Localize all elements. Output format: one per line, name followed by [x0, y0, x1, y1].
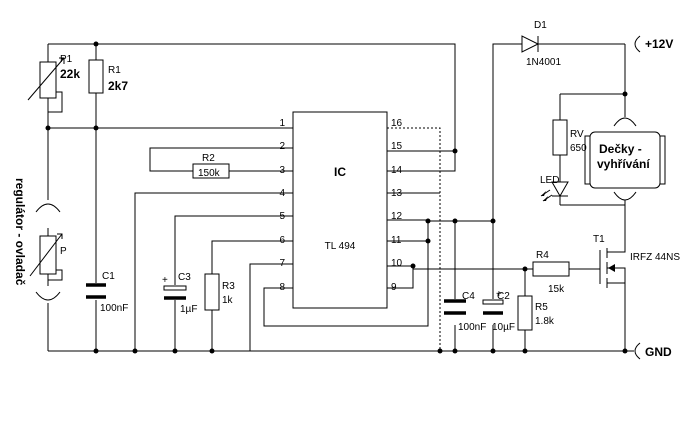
resistor-r3: R3 1k	[204, 273, 235, 311]
c1-value: 100nF	[100, 303, 128, 314]
pin-7: 7	[279, 258, 285, 269]
capacitor-c4: C4 100nF	[444, 291, 486, 333]
resistor-rv: RV 650	[552, 119, 587, 156]
c4-value: 100nF	[458, 322, 486, 333]
t1-value: IRFZ 44NS	[630, 252, 680, 263]
r3-value: 1k	[222, 295, 234, 306]
heater-label-1: Dečky -	[599, 142, 642, 156]
pin-2: 2	[279, 141, 285, 152]
pin-13: 13	[391, 188, 403, 199]
pot-ref: P	[60, 246, 67, 257]
potentiometer-p1: P1 22k	[27, 54, 80, 128]
supply-connector	[634, 35, 641, 53]
d1-value: 1N4001	[526, 57, 561, 68]
heater-connector-bottom	[613, 191, 637, 201]
rv-ref: RV	[570, 129, 584, 140]
svg-text:+: +	[496, 289, 502, 300]
pin-9: 9	[391, 282, 397, 293]
pin-4: 4	[279, 188, 285, 199]
resistor-r1: R1 2k7	[88, 59, 128, 94]
supply-label: +12V	[645, 37, 673, 51]
ground-label: GND	[645, 345, 672, 359]
t1-ref: T1	[593, 234, 605, 245]
rv-value: 650	[570, 143, 587, 154]
heater-label-2: vyhřívání	[597, 157, 650, 171]
r1-ref: R1	[108, 65, 121, 76]
capacitor-c3: + C3 1µF	[162, 272, 197, 315]
pin-6: 6	[279, 235, 285, 246]
heater-connector-top	[613, 117, 637, 127]
p1-ref: P1	[60, 54, 73, 65]
pin-3: 3	[279, 165, 285, 176]
ground-connector	[634, 342, 641, 360]
capacitor-c1: C1 100nF	[86, 271, 128, 314]
ic-part: TL 494	[325, 241, 356, 252]
pin-8: 8	[279, 282, 285, 293]
r4-value: 15k	[548, 284, 565, 295]
pin-14: 14	[391, 165, 403, 176]
pin-16: 16	[391, 118, 403, 129]
c3-value: 1µF	[180, 304, 197, 315]
pin-5: 5	[279, 211, 285, 222]
c2-ref: C2	[497, 291, 510, 302]
pin-11: 11	[391, 235, 402, 246]
pin-15: 15	[391, 141, 403, 152]
heater-load: Dečky - vyhřívání	[584, 117, 666, 201]
r5-ref: R5	[535, 302, 548, 313]
connector-bottom	[35, 291, 61, 301]
capacitor-c2: + C2 10µF	[482, 289, 515, 333]
ic-body	[292, 111, 388, 309]
r1-value: 2k7	[108, 79, 128, 93]
c1-ref: C1	[102, 271, 115, 282]
potentiometer-p: P regulátor - ovladač	[13, 178, 67, 301]
mosfet-t1: T1 IRFZ 44NS	[593, 234, 680, 288]
r3-ref: R3	[222, 281, 235, 292]
pin-10: 10	[391, 258, 403, 269]
d1-ref: D1	[534, 20, 547, 31]
p1-value: 22k	[60, 67, 80, 81]
diode-d1: D1 1N4001	[521, 20, 561, 68]
resistor-r2: R2 150k	[192, 153, 230, 179]
pin-1: 1	[279, 118, 285, 129]
led-ref: LED	[540, 175, 559, 186]
ground-terminal: GND	[634, 342, 672, 360]
wires	[47, 43, 634, 352]
r2-ref: R2	[202, 153, 215, 164]
pin-12: 12	[391, 211, 403, 222]
connector-top	[35, 203, 61, 213]
resistor-r5: R5 1.8k	[517, 295, 555, 331]
ic-tl494: IC TL 494 1 2 3 4 5 6 7 8 9 10 11 12 13 …	[279, 111, 403, 309]
r2-value: 150k	[198, 168, 221, 179]
resistor-r4: R4 15k	[532, 250, 570, 295]
ic-ref: IC	[334, 165, 346, 179]
r4-ref: R4	[536, 250, 549, 261]
c3-ref: C3	[178, 272, 191, 283]
led: LED	[540, 162, 569, 202]
c4-ref: C4	[462, 291, 475, 302]
c2-value: 10µF	[492, 322, 515, 333]
supply-terminal: +12V	[634, 35, 673, 53]
svg-text:+: +	[162, 275, 168, 286]
r5-value: 1.8k	[535, 316, 555, 327]
pot-caption: regulátor - ovladač	[13, 178, 27, 286]
